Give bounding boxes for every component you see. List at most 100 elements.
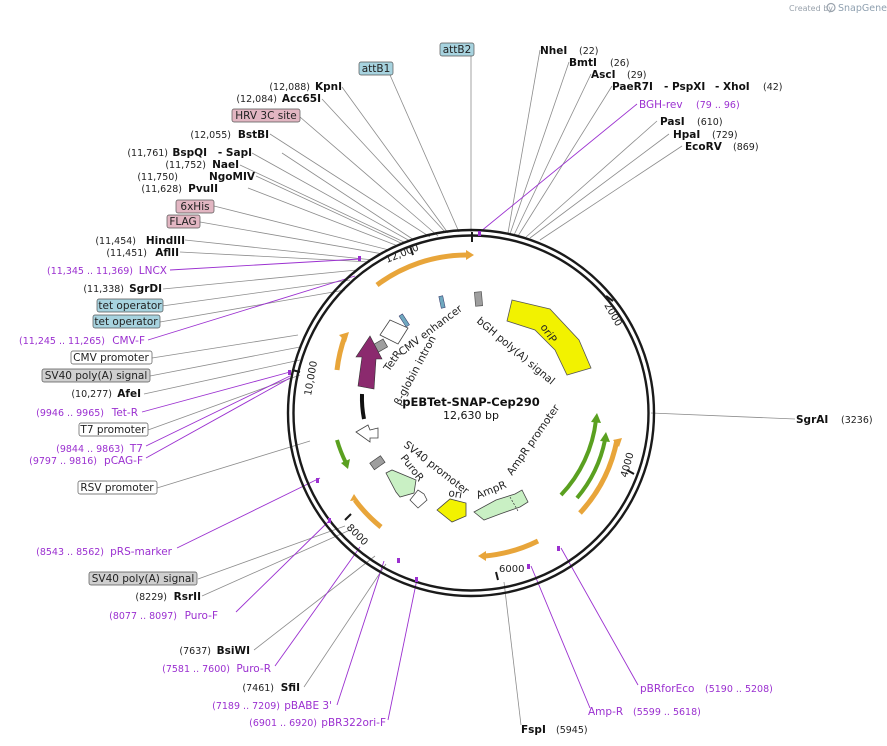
primer-puro-f[interactable]: Puro-F: [185, 610, 218, 622]
enzyme-naei[interactable]: NaeI: [212, 159, 239, 171]
enzyme-sfii[interactable]: SfiI: [281, 682, 300, 694]
sv40-polya-box-2[interactable]: [88, 571, 198, 586]
flag-box[interactable]: [166, 214, 201, 229]
t7-promoter-label: T7 promoter: [79, 424, 146, 436]
primer-t7-range: (9844 .. 9863): [56, 444, 124, 455]
sv40-polya-box-1[interactable]: [41, 368, 151, 383]
enzyme-bmti-pos: (26): [610, 58, 630, 69]
orip-feature: [506, 299, 592, 376]
enzyme-acc65i-pos: (12,084): [236, 94, 277, 105]
enzyme-pasi[interactable]: PasI: [660, 116, 685, 128]
attb2-block: [438, 295, 446, 309]
primer-pbabe-3[interactable]: pBABE 3': [284, 700, 332, 712]
primer-cmv-f[interactable]: CMV-F: [112, 335, 145, 347]
enzyme-paer7i[interactable]: PaeR7I: [612, 81, 653, 93]
primer-bgh-rev-range: (79 .. 96): [696, 100, 740, 111]
tick-label-2000: 2000: [601, 301, 623, 329]
enzyme-bsiwi[interactable]: BsiWI: [217, 645, 250, 657]
cmv-promoter-label: CMV promoter: [73, 352, 149, 364]
enzyme-xhoi[interactable]: - XhoI: [715, 81, 750, 93]
enzyme-sgrai[interactable]: SgrAI: [796, 414, 828, 426]
enzyme-sfii-pos: (7461): [242, 683, 274, 694]
tick-label-4000: 4000: [619, 451, 636, 478]
green-feature-arcs: [335, 413, 610, 500]
6xhis-box[interactable]: [175, 199, 215, 214]
enzyme-bstbi[interactable]: BstBI: [238, 129, 269, 141]
bgh-polya-block: [474, 291, 483, 307]
enzyme-rsrii[interactable]: RsrII: [174, 591, 201, 603]
enzyme-ngomiv-pos: (11,750): [137, 172, 178, 183]
primer-bgh-rev[interactable]: BGH-rev: [639, 99, 683, 111]
hrv-3c-site-box[interactable]: [231, 108, 301, 123]
primer-leader-lines: [141, 103, 639, 721]
enzyme-afei-pos: (10,277): [71, 389, 112, 400]
enzyme-hindiii[interactable]: HindIII: [146, 235, 185, 247]
enzyme-hpai[interactable]: HpaI: [673, 129, 700, 141]
tick-marks: [291, 232, 635, 581]
attb1-block: [398, 313, 410, 328]
enzyme-bmti[interactable]: BmtI: [569, 57, 597, 69]
plasmid-length: 12,630 bp: [443, 409, 499, 422]
tick-label-10000: 10,000: [303, 360, 320, 396]
primer-pbrforeco[interactable]: pBRforEco: [640, 683, 694, 695]
enzyme-sgrdi-pos: (11,338): [83, 284, 124, 295]
primer-t7[interactable]: T7: [129, 443, 143, 455]
primer-pbr322ori-f[interactable]: pBR322ori-F: [321, 717, 386, 729]
enzyme-ngomiv[interactable]: NgoMIV: [209, 171, 256, 183]
primer-prs-marker-range: (8543 .. 8562): [36, 547, 104, 558]
primer-pbrforeco-range: (5190 .. 5208): [705, 684, 773, 695]
enzyme-nhei[interactable]: NheI: [540, 45, 567, 57]
primer-puro-r-range: (7581 .. 7600): [162, 664, 230, 675]
hrv-3c-site-label: HRV 3C site: [235, 110, 296, 122]
tet-operator-box-1[interactable]: [96, 298, 164, 313]
enzyme-pvuii-pos: (11,628): [141, 184, 182, 195]
cmv-enhancer-arrow: [379, 319, 409, 345]
primer-amp-r[interactable]: Amp-R: [588, 706, 623, 718]
enzyme-hpai-pos: (729): [712, 130, 738, 141]
enzyme-bspqi-pos: (11,761): [127, 148, 168, 159]
primer-tet-r-range: (9946 .. 9965): [36, 408, 104, 419]
enzyme-sgrai-pos: (3236): [841, 415, 873, 426]
primer-lncx[interactable]: LNCX: [139, 265, 167, 277]
enzyme-pvuii[interactable]: PvuII: [188, 183, 218, 195]
enzyme-asci-pos: (29): [627, 70, 647, 81]
enzyme-leader-lines: [143, 49, 796, 726]
enzyme-rsrii-pos: (8229): [135, 592, 167, 603]
primer-lncx-range: (11,345 .. 11,369): [47, 266, 133, 277]
enzyme-fspi[interactable]: FspI: [521, 724, 546, 736]
enzyme-kpni[interactable]: KpnI: [315, 81, 342, 93]
enzyme-bsiwi-pos: (7637): [179, 646, 211, 657]
primer-labels: BGH-rev (79 .. 96) (11,345 .. 11,369) LN…: [19, 99, 773, 729]
tet-operator-box-2[interactable]: [92, 314, 161, 329]
primer-pcag-f[interactable]: pCAG-F: [104, 455, 143, 467]
enzyme-aflii[interactable]: AflII: [155, 247, 179, 259]
attb2-box[interactable]: [439, 42, 475, 57]
rsv-promoter-box[interactable]: [77, 480, 158, 495]
feature-boxes: attB2 attB1 HRV 3C site 6xHis FLAG tet o…: [41, 42, 475, 586]
enzyme-pspxi[interactable]: - PspXI: [664, 81, 705, 93]
primer-pbr322ori-f-range: (6901 .. 6920): [249, 718, 317, 729]
primer-puro-f-range: (8077 .. 8097): [109, 611, 177, 622]
primer-prs-marker[interactable]: pRS-marker: [110, 546, 173, 558]
enzyme-acc65i[interactable]: Acc65I: [282, 93, 321, 105]
t7-promoter-box[interactable]: [78, 422, 149, 437]
enzyme-sapi[interactable]: - SapI: [218, 147, 252, 159]
primer-tet-r[interactable]: Tet-R: [111, 407, 138, 419]
sv40-polya-label-1: SV40 poly(A) signal: [45, 370, 148, 382]
enzyme-labels-right: NheI (22) BmtI (26) AscI (29) PaeR7I - P…: [521, 45, 873, 736]
puror-feature-arrow: [385, 469, 417, 498]
cmv-promoter-box[interactable]: [70, 350, 153, 365]
tetr-feature-arrow: [355, 335, 383, 390]
enzyme-bspqi[interactable]: BspQI: [172, 147, 207, 159]
ori-label: ori: [447, 487, 463, 501]
sv40-polya-label-2: SV40 poly(A) signal: [92, 573, 195, 585]
enzyme-sgrdi[interactable]: SgrDI: [129, 283, 162, 295]
attb1-box[interactable]: [358, 61, 394, 76]
backbone-outer-ring: [286, 228, 656, 598]
enzyme-ecorv[interactable]: EcoRV: [685, 141, 723, 153]
enzyme-afei[interactable]: AfeI: [117, 388, 141, 400]
ampr-promoter-label: AmpR promoter: [505, 402, 563, 478]
enzyme-asci[interactable]: AscI: [591, 69, 616, 81]
enzyme-naei-pos: (11,752): [165, 160, 206, 171]
primer-puro-r[interactable]: Puro-R: [236, 663, 271, 675]
